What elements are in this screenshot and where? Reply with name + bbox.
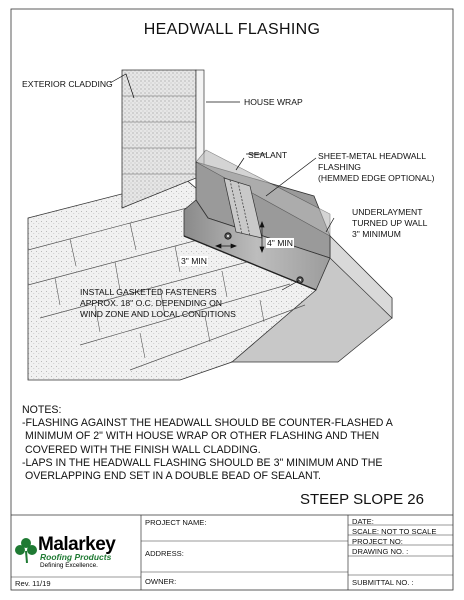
sheet-metal-headwall-flashing [183,149,331,291]
label-fasteners-3: WIND ZONE AND LOCAL CONDITIONS [80,309,236,319]
label-fasteners-1: INSTALL GASKETED FASTENERS [80,287,217,297]
drawing-no-field: DRAWING NO. : [352,547,409,556]
shamrock-icon [15,538,37,563]
label-underlayment-2: TURNED UP WALL [352,218,428,228]
logo-tagline: Defining Excellence. [40,562,98,569]
asphalt-shingles [27,177,317,381]
submittal-no-field: SUBMITTAL NO. : [352,578,414,587]
note-line: OVERLAPPING END SET IN A DOUBLE BEAD OF … [25,470,321,483]
headwall-flashing-illustration [27,69,393,381]
label-underlayment-3: 3" MINIMUM [352,229,401,239]
notes-heading: NOTES: [22,404,62,416]
address-field: ADDRESS: [145,549,184,558]
label-four-min: 4" MIN [266,238,294,248]
label-three-min: 3" MIN [180,256,208,266]
label-underlayment-1: UNDERLAYMENT [352,207,423,217]
note-line: MINIMUM OF 2" WITH HOUSE WRAP OR OTHER F… [25,430,380,443]
logo-subtitle: Roofing Products [40,552,112,562]
malarkey-logo: Malarkey Roofing Products Defining Excel… [14,534,139,573]
revision-label: Rev. 11/19 [15,579,51,588]
dimension-lines [215,221,265,253]
note-line: -FLASHING AGAINST THE HEADWALL SHOULD BE… [22,417,393,430]
logo-name: Malarkey [38,534,116,555]
owner-field: OWNER: [145,577,177,586]
label-exterior-cladding: EXTERIOR CLADDING [22,79,113,89]
label-fasteners-2: APPROX. 18" O.C. DEPENDING ON [80,298,223,308]
sheet-identifier: STEEP SLOPE 26 [300,491,424,508]
label-sheet-metal-1: SHEET-METAL HEADWALL [318,151,427,161]
note-line: COVERED WITH THE FINISH WALL CLADDING. [25,443,261,456]
label-house-wrap: HOUSE WRAP [244,97,303,107]
note-line: -LAPS IN THE HEADWALL FLASHING SHOULD BE… [22,456,383,469]
label-sheet-metal-2: FLASHING [318,162,361,172]
project-name-field: PROJECT NAME: [145,518,207,527]
label-sealant: SEALANT [248,150,288,160]
notes-section: NOTES: -FLASHING AGAINST THE HEADWALL SH… [22,404,452,483]
label-sheet-metal-3: (HEMMED EDGE OPTIONAL) [318,173,435,183]
scale-field: SCALE: NOT TO SCALE [352,527,437,536]
project-no-field: PROJECT NO: [352,537,403,546]
drawing-title: HEADWALL FLASHING [143,21,321,38]
date-field: DATE: [352,517,374,526]
leader-lines [109,73,335,291]
